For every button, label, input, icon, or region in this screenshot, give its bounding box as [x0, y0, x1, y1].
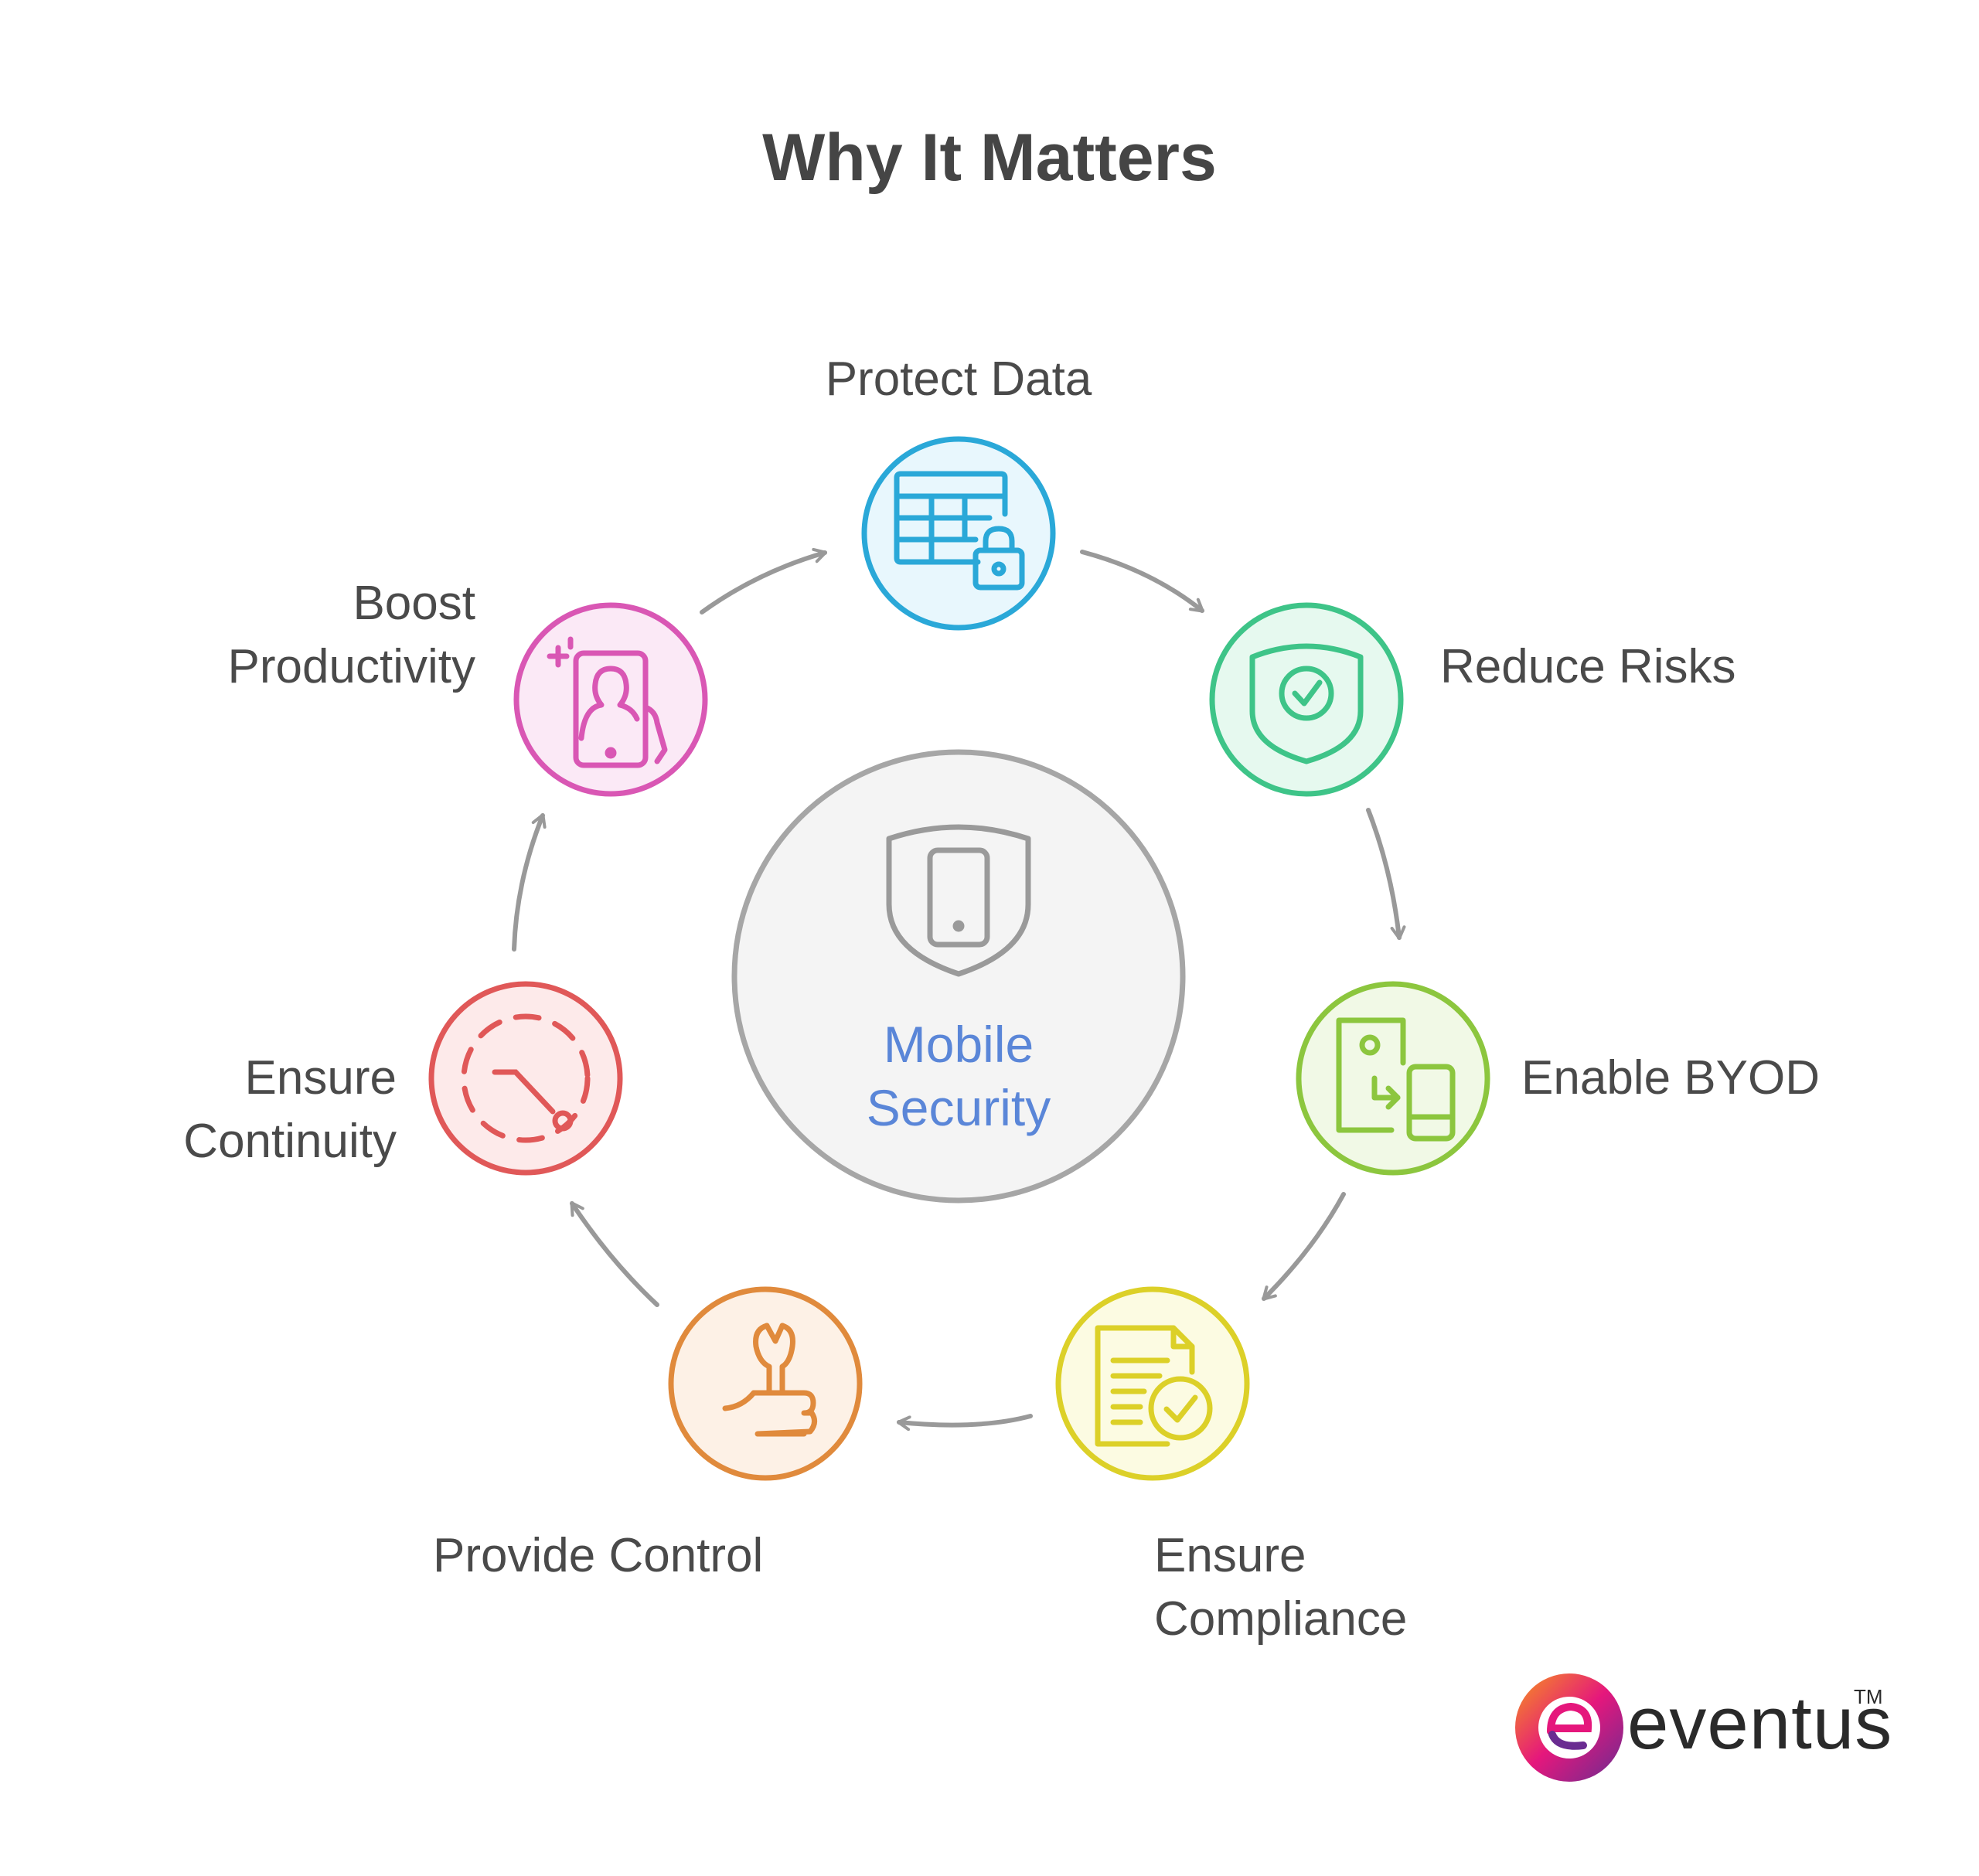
arrow-7	[700, 547, 827, 615]
table-lock-icon	[894, 471, 1025, 591]
label-line: Ensure	[244, 1051, 397, 1105]
label-reduce-risks: Reduce Risks	[1440, 635, 1735, 699]
arrow-4	[897, 1414, 1033, 1432]
arrow-6	[512, 813, 547, 952]
cycle-arrows	[512, 547, 1406, 1432]
center-label-line: Security	[866, 1079, 1051, 1136]
label-line: Reduce Risks	[1440, 640, 1736, 693]
node-protect-data	[861, 436, 1056, 631]
label-provide-control: Provide Control	[433, 1524, 763, 1588]
label-line: Compliance	[1154, 1592, 1408, 1646]
arrow-1	[1080, 550, 1204, 613]
label-line: Productivity	[227, 640, 475, 693]
label-line: Ensure	[1154, 1529, 1306, 1582]
node-boost-productivity	[513, 602, 708, 797]
diagram-title: Why It Matters	[762, 121, 1217, 195]
arrow-3	[1262, 1192, 1346, 1301]
arrow-2	[1366, 808, 1406, 940]
trademark-mark: TM	[1854, 1685, 1883, 1708]
label-line: Enable BYOD	[1521, 1051, 1820, 1105]
document-check-icon	[1095, 1325, 1213, 1447]
node-ensure-continuity	[428, 981, 623, 1176]
center-label: Mobile Security	[804, 1013, 1113, 1139]
arrow-5	[570, 1201, 659, 1307]
label-boost-productivity: Boost Productivity	[116, 572, 475, 699]
label-line: Boost	[353, 577, 475, 630]
dashed-circle-icon	[461, 1013, 591, 1143]
wrench-thumbs-up-icon	[722, 1323, 817, 1437]
label-enable-byod: Enable BYOD	[1521, 1047, 1820, 1110]
device-transfer-icon	[1336, 1017, 1456, 1142]
brand-wordmark: eventus	[1627, 1682, 1893, 1765]
shield-check-icon	[1249, 643, 1364, 764]
label-ensure-continuity: Ensure Continuity	[77, 1047, 397, 1173]
center-label-line: Mobile	[883, 1016, 1034, 1073]
eventus-logo-mark	[1515, 1673, 1623, 1782]
label-line: Provide Control	[433, 1529, 764, 1582]
node-reduce-risks	[1209, 602, 1404, 797]
node-provide-control	[668, 1286, 863, 1481]
label-ensure-compliance: Ensure Compliance	[1154, 1524, 1407, 1651]
label-line: Continuity	[183, 1115, 397, 1168]
node-ensure-compliance	[1055, 1286, 1250, 1481]
shield-phone-icon	[886, 824, 1031, 977]
label-line: Protect Data	[825, 352, 1092, 406]
label-protect-data: Protect Data	[812, 348, 1105, 411]
node-enable-byod	[1296, 981, 1490, 1176]
phone-user-icon	[547, 636, 668, 768]
